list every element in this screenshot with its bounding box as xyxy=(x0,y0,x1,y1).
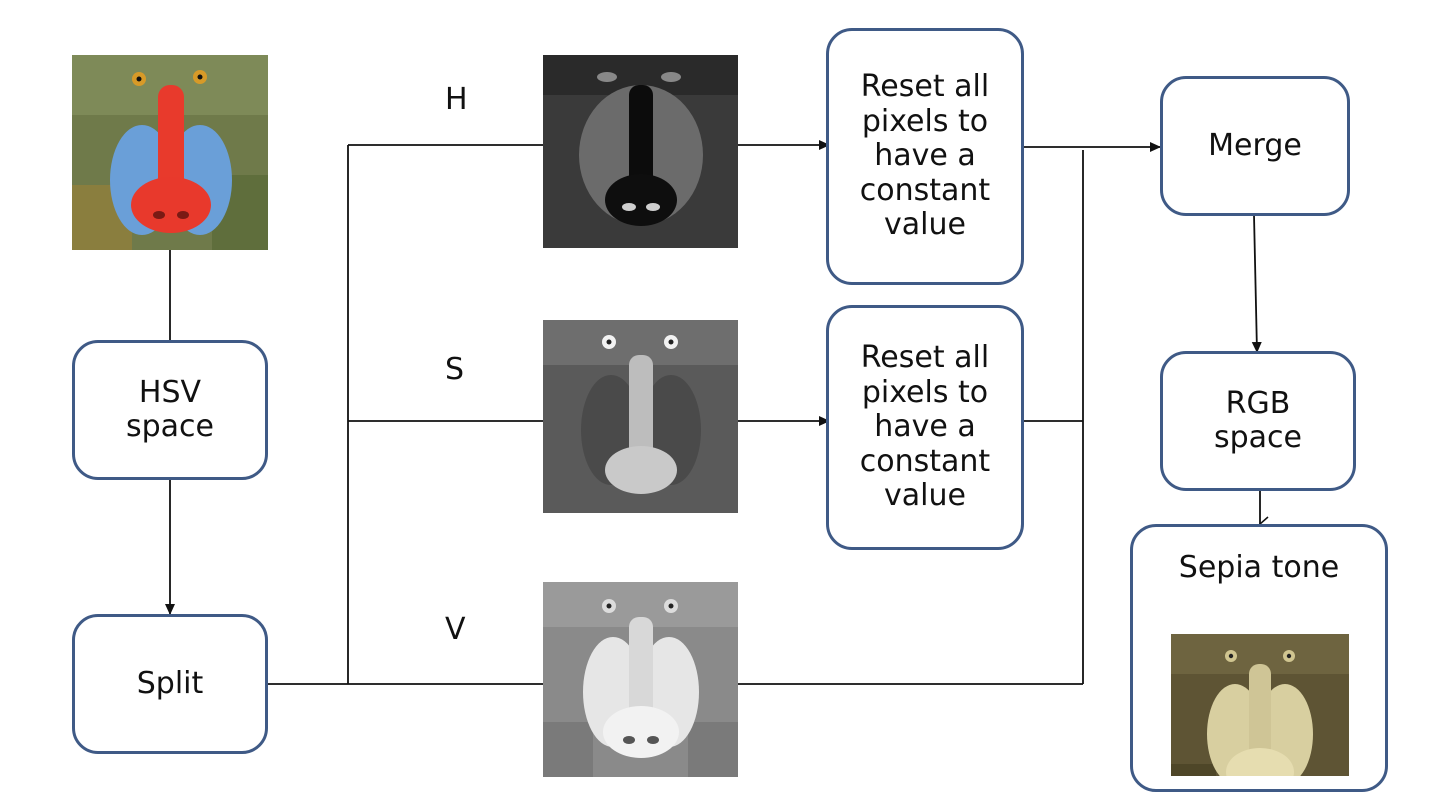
hsv-space-box: HSV space xyxy=(72,340,268,480)
merge-box: Merge xyxy=(1160,76,1350,216)
reset-h-box: Reset all pixels to have a constant valu… xyxy=(826,28,1024,285)
rgb-space-box: RGB space xyxy=(1160,351,1356,491)
sepia-image xyxy=(1171,599,1349,776)
reset-s-box: Reset all pixels to have a constant valu… xyxy=(826,305,1024,550)
split-box: Split xyxy=(72,614,268,754)
s-channel-label: S xyxy=(445,352,465,387)
sepia-tone-title: Sepia tone xyxy=(1178,550,1340,585)
h-channel-image xyxy=(543,55,738,248)
original-color-image xyxy=(72,55,268,250)
arrow-merge-to-rgb xyxy=(1251,214,1262,353)
s-channel-image xyxy=(543,320,738,513)
v-channel-label: V xyxy=(445,612,466,647)
h-channel-label: H xyxy=(445,82,468,117)
v-channel-image xyxy=(543,582,738,777)
sepia-tone-box: Sepia tone xyxy=(1130,524,1388,792)
